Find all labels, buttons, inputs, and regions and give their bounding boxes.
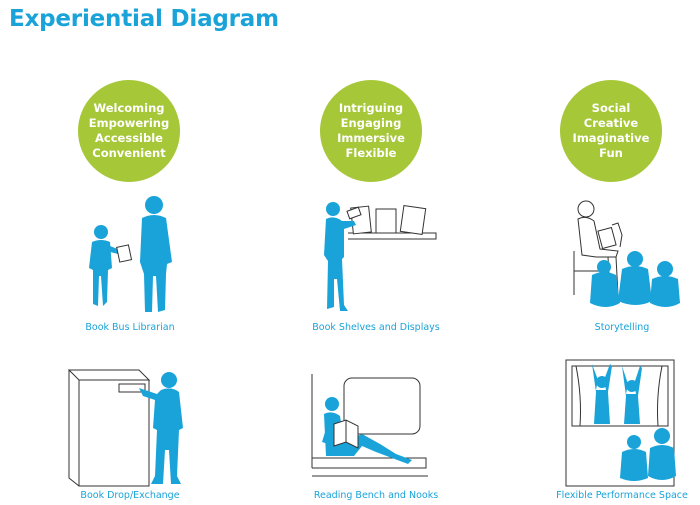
caption-book-drop-exchange: Book Drop/Exchange — [80, 490, 180, 501]
quality-label: Social — [591, 101, 631, 115]
diagram-title: Experiential Diagram — [9, 6, 279, 32]
quality-label: Accessible — [95, 131, 163, 145]
quality-label: Engaging — [340, 116, 402, 130]
caption-reading-bench-and-nooks: Reading Bench and Nooks — [313, 490, 439, 501]
caption-flexible-performance-space: Flexible Performance Space — [556, 490, 688, 501]
child-at-bookshelf-icon — [324, 202, 437, 311]
caption-book-shelves-and-displays: Book Shelves and Displays — [312, 322, 440, 333]
qualities-circle-1: Welcoming Empowering Accessible Convenie… — [78, 80, 180, 182]
quality-label: Creative — [583, 116, 639, 130]
quality-label: Empowering — [88, 116, 170, 130]
quality-label: Intriguing — [338, 101, 404, 115]
quality-label: Fun — [599, 146, 623, 160]
children-performing-icon — [565, 359, 676, 487]
qualities-circle-2: Intriguing Engaging Immersive Flexible — [320, 80, 422, 182]
quality-label: Imaginative — [572, 131, 650, 145]
librarian-and-child-icon — [89, 196, 172, 312]
caption-storytelling: Storytelling — [594, 322, 650, 333]
quality-label: Welcoming — [93, 101, 165, 115]
qualities-circle-3: Social Creative Imaginative Fun — [560, 80, 662, 182]
child-at-book-drop-icon — [67, 369, 183, 487]
quality-label: Immersive — [337, 131, 405, 145]
quality-label: Flexible — [345, 146, 397, 160]
quality-label: Convenient — [92, 146, 166, 160]
storyteller-with-children-icon — [573, 200, 680, 307]
child-reading-on-bench-icon — [311, 374, 428, 477]
caption-book-bus-librarian: Book Bus Librarian — [85, 322, 175, 333]
